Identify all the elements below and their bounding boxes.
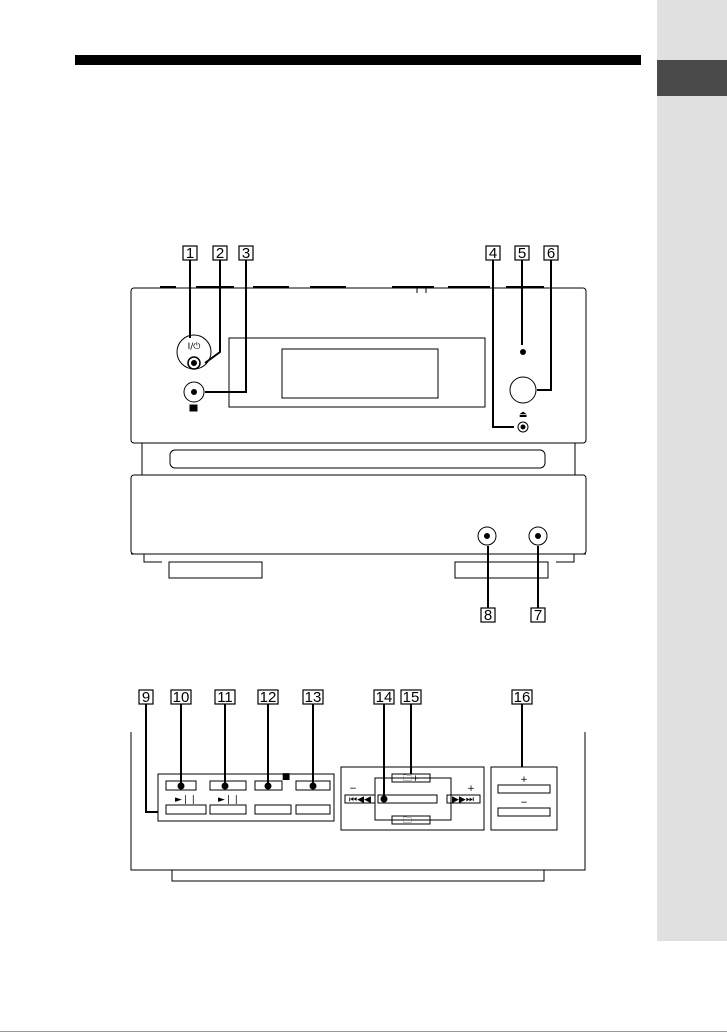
callout-1: 1: [186, 245, 194, 262]
volume-knob: [510, 377, 536, 403]
folder-plus-symbol: 🗀+: [403, 774, 420, 784]
play-pause-symbol-1: ►❘❘: [175, 795, 197, 805]
callout-8: 8: [484, 607, 492, 624]
callout-15: 15: [403, 689, 420, 706]
volume-minus-label: −: [520, 798, 528, 808]
disc-slot: [170, 450, 545, 468]
next-symbol: ▶▶⏭: [452, 795, 474, 805]
callout-7: 7: [534, 607, 542, 624]
callout-6: 6: [547, 245, 555, 262]
callout-4: 4: [489, 245, 497, 262]
callout-9: 9: [142, 689, 150, 706]
callout-2: 2: [216, 245, 224, 262]
eject-symbol: ⏏: [519, 410, 528, 420]
display-window: [229, 338, 485, 407]
remote-sensor: [192, 390, 197, 395]
main-unit: [131, 287, 586, 578]
callout-13: 13: [305, 689, 322, 706]
display-screen: [282, 349, 438, 398]
stop-symbol: ■: [282, 772, 291, 782]
callout-12: 12: [260, 689, 277, 706]
callout-10: 10: [173, 689, 190, 706]
leader-lines-main: [190, 260, 551, 608]
volume-plus-label: +: [520, 775, 528, 785]
callout-3: 3: [242, 245, 250, 262]
audio-in-jack: [536, 534, 541, 539]
callout-14: 14: [376, 689, 393, 706]
prev-symbol: ⏮◀◀: [349, 795, 371, 805]
timer-indicator: [521, 350, 526, 355]
folder-minus-symbol: 🗀−: [403, 816, 420, 826]
play-pause-symbol-2: ►❘❘: [218, 795, 240, 805]
headphone-jack: [485, 534, 490, 539]
power-symbol: I/⏻: [188, 341, 201, 352]
top-panel: [131, 732, 585, 881]
minus-label: −: [349, 784, 357, 794]
callout-16: 16: [514, 689, 531, 706]
callout-5: 5: [518, 245, 526, 262]
callout-11: 11: [217, 689, 233, 706]
plus-label: +: [467, 784, 475, 794]
